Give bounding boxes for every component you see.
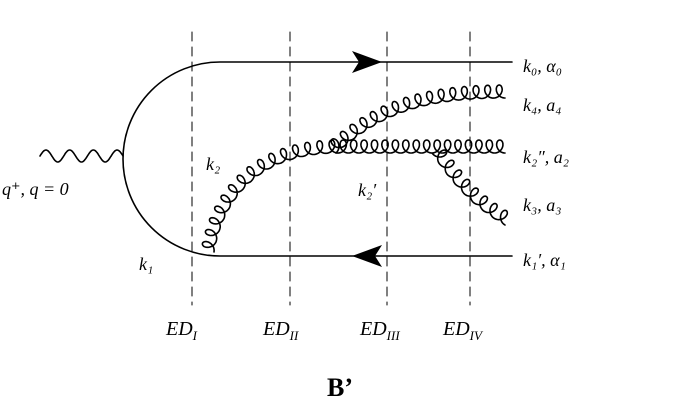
arrow-right-icon <box>352 51 382 73</box>
photon-line <box>39 149 124 163</box>
ed-label-4: EDIV <box>442 318 484 343</box>
label-k1: k₁ <box>139 254 153 274</box>
caption: B’ <box>327 373 353 402</box>
label-k0: k₀, α₀ <box>523 56 562 76</box>
ed-label-3: EDIII <box>359 318 400 343</box>
arrow-left-icon <box>352 245 382 267</box>
ed-label-1: EDI <box>165 318 198 343</box>
gluon-k2pp <box>337 139 506 154</box>
fermion-line <box>122 61 513 257</box>
label-k2pp: k₂″, a₂ <box>523 147 569 167</box>
label-k2p: k₂′ <box>358 180 377 200</box>
label-k1p: k₁′, α₁ <box>523 250 566 270</box>
label-k3: k₃, a₃ <box>523 195 562 215</box>
gluon-k3 <box>431 149 509 226</box>
ed-label-2: EDII <box>262 318 299 343</box>
gluon-k2 <box>201 139 339 253</box>
gluon-k4 <box>330 84 506 154</box>
label-k2: k₂ <box>206 154 220 174</box>
label-k4: k₄, a₄ <box>523 95 562 115</box>
label-photon: q⁺, q = 0 <box>2 179 69 199</box>
